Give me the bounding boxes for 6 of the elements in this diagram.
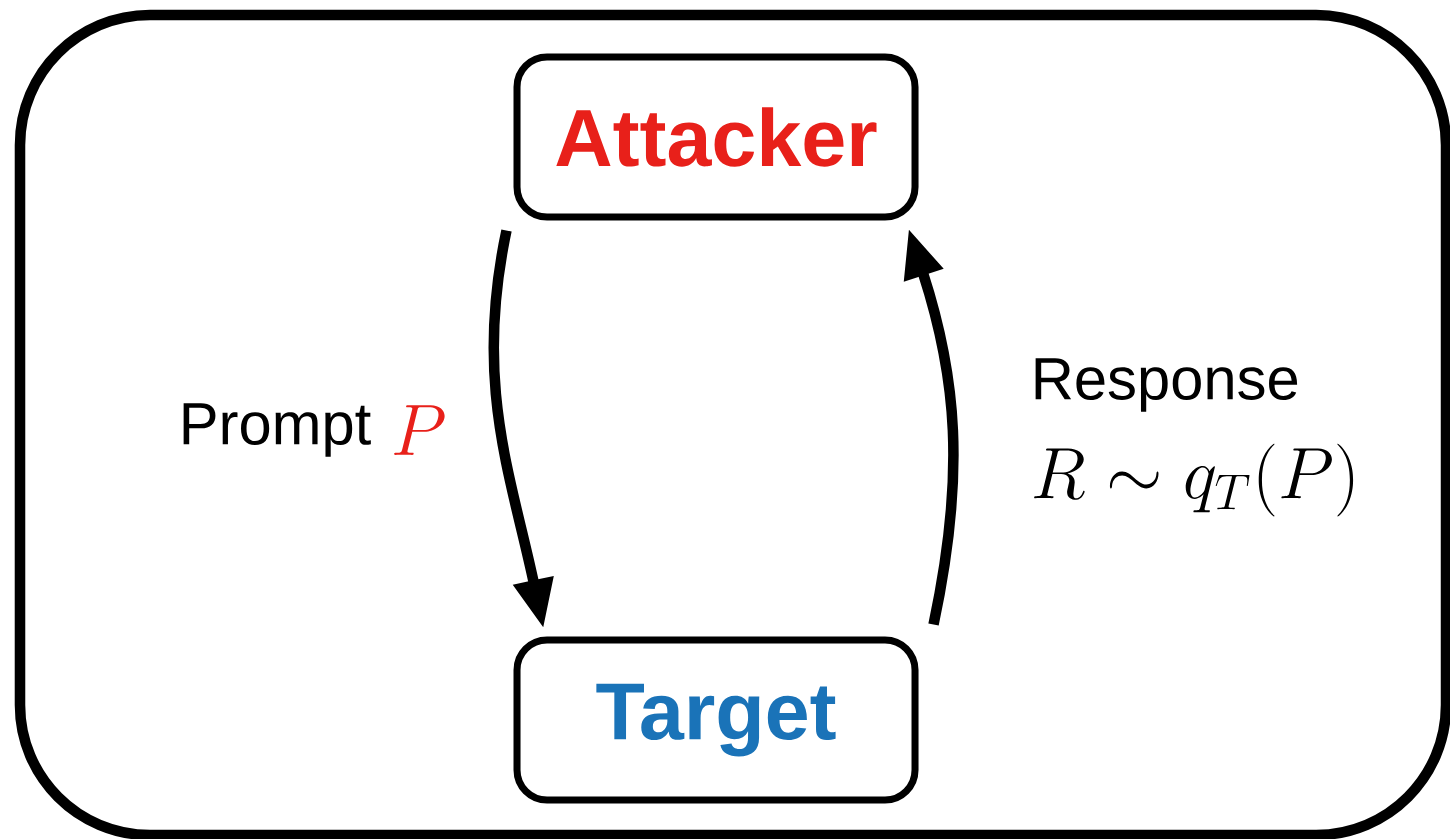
process-box: Target bbox=[513, 636, 919, 804]
process-box: Attacker bbox=[513, 53, 919, 221]
formula-label: $R \sim q_T(P)$ bbox=[1034, 443, 1354, 517]
variable-label: $P$ bbox=[394, 405, 445, 455]
edge-label: Prompt bbox=[183, 403, 371, 457]
edge-label: Response bbox=[1035, 358, 1298, 412]
